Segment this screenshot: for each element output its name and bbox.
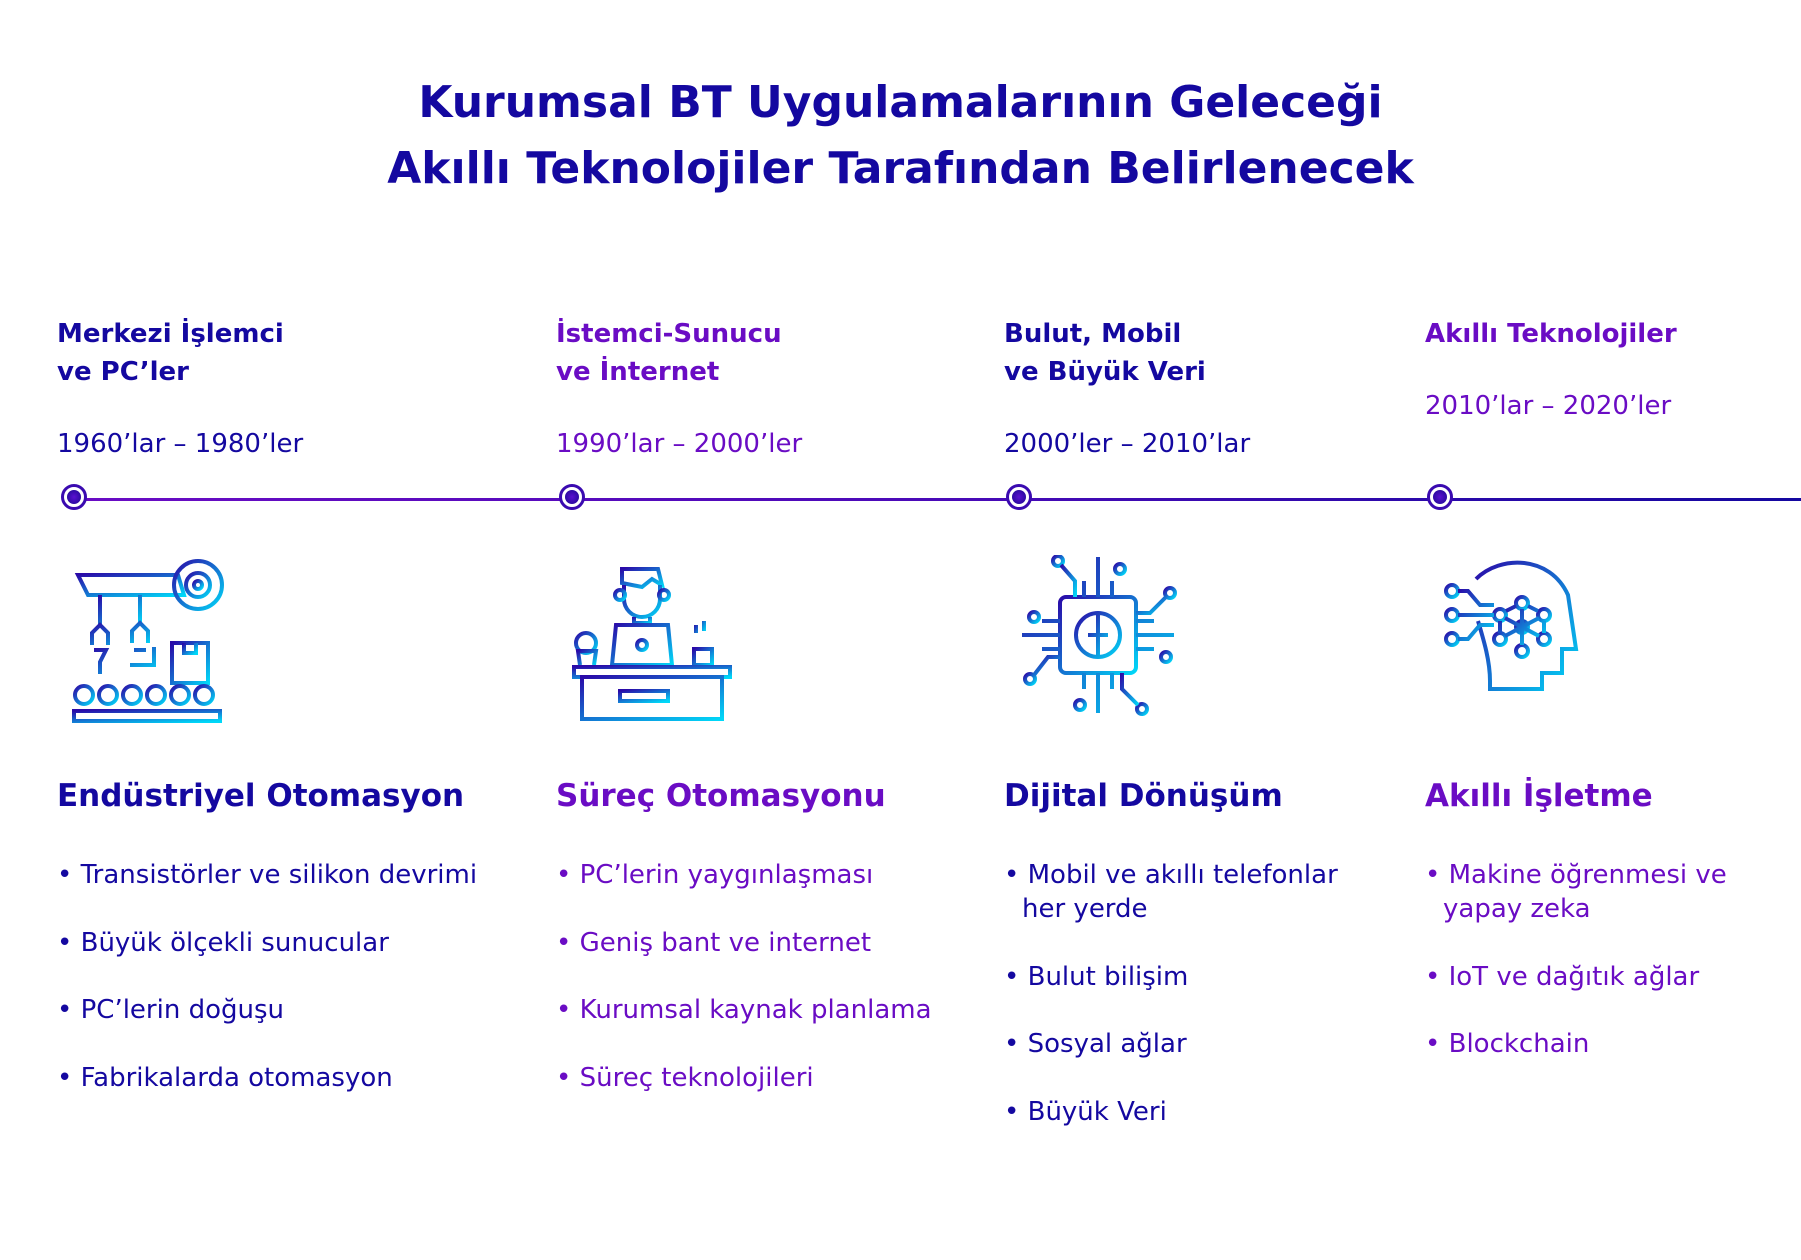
section-title: Süreç Otomasyonu: [556, 778, 886, 814]
era-dates: 1990’lar – 2000’ler: [556, 429, 803, 459]
list-item: Sosyal ağlar: [1004, 1027, 1444, 1061]
list-item: Süreç teknolojileri: [556, 1061, 996, 1095]
list-item: IoT ve dağıtık ağlar: [1425, 960, 1765, 994]
brain-chip-icon: [1022, 555, 1177, 716]
list-item: PC’lerin yaygınlaşması: [556, 858, 996, 892]
timeline-dot: [559, 484, 585, 510]
list-item: Transistörler ve silikon devrimi: [57, 858, 497, 892]
timeline-dot: [1427, 484, 1453, 510]
era-dates: 2000’ler – 2010’lar: [1004, 429, 1251, 459]
list-item: Büyük ölçekli sunucular: [57, 926, 497, 960]
era-dates: 2010’lar – 2020’ler: [1425, 391, 1672, 421]
list-item: Bulut bilişim: [1004, 960, 1444, 994]
person-at-laptop-icon: [572, 567, 732, 721]
title-line-2: Akıllı Teknolojiler Tarafından Belirlene…: [387, 143, 1414, 194]
list-item: Makine öğrenmesi ve yapay zeka: [1425, 858, 1765, 926]
bullet-list: Makine öğrenmesi ve yapay zeka IoT ve da…: [1425, 858, 1765, 1095]
list-item: Geniş bant ve internet: [556, 926, 996, 960]
bullet-list: Mobil ve akıllı telefonlar her yerde Bul…: [1004, 858, 1444, 1162]
bullet-list: Transistörler ve silikon devrimi Büyük ö…: [57, 858, 497, 1128]
bullet-list: PC’lerin yaygınlaşması Geniş bant ve int…: [556, 858, 996, 1128]
timeline-dot: [61, 484, 87, 510]
timeline-dot: [1006, 484, 1032, 510]
list-item: PC’lerin doğuşu: [57, 993, 497, 1027]
list-item: Kurumsal kaynak planlama: [556, 993, 996, 1027]
list-item: Büyük Veri: [1004, 1095, 1444, 1129]
era-column-4: Akıllı Teknolojiler 2010’lar – 2020’ler: [1425, 315, 1801, 421]
era-dates: 1960’lar – 1980’ler: [57, 429, 304, 459]
list-item: Fabrikalarda otomasyon: [57, 1061, 497, 1095]
timeline-line: [72, 498, 1801, 501]
section-title: Dijital Dönüşüm: [1004, 778, 1283, 814]
ai-head-icon: [1444, 560, 1579, 691]
list-item: Mobil ve akıllı telefonlar her yerde: [1004, 858, 1362, 926]
factory-automation-icon: [72, 559, 224, 723]
era-title: Akıllı Teknolojiler: [1425, 319, 1677, 349]
section-title: Endüstriyel Otomasyon: [57, 778, 465, 814]
section-title: Akıllı İşletme: [1425, 778, 1653, 814]
title-line-1: Kurumsal BT Uygulamalarının Geleceği: [418, 77, 1383, 128]
list-item: Blockchain: [1425, 1027, 1765, 1061]
page-title: Kurumsal BT Uygulamalarının Geleceği Akı…: [0, 70, 1801, 202]
